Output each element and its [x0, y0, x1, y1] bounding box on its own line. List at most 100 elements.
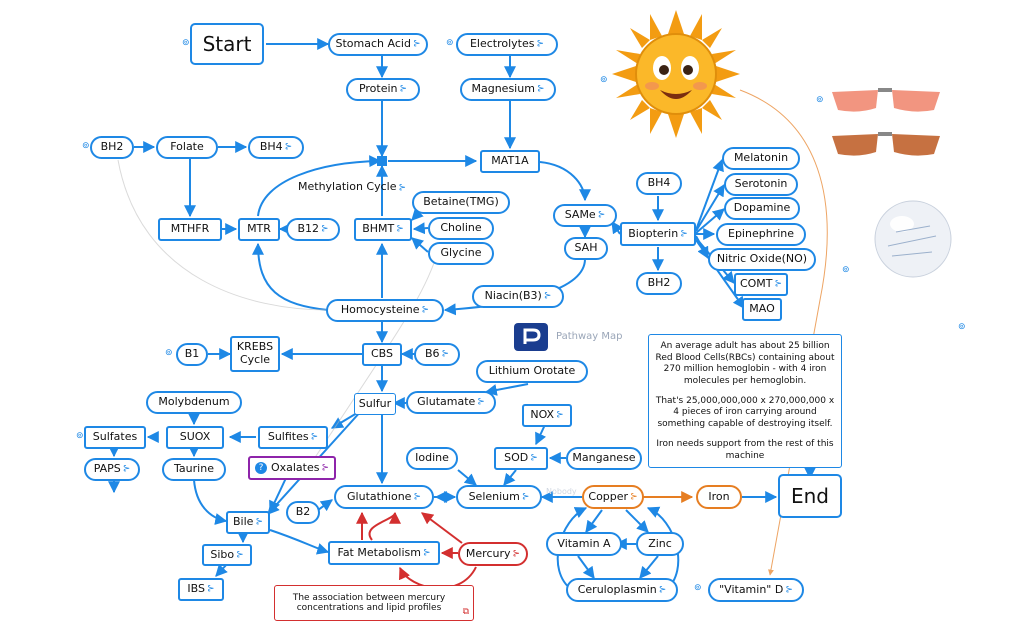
watermark-text: Nobody	[546, 487, 577, 496]
zinc-label: Zinc	[648, 536, 672, 550]
same-label: SAMe	[564, 208, 596, 222]
expand-icon[interactable]: ⊚	[76, 431, 84, 441]
iron-node[interactable]: Iron	[696, 485, 742, 509]
sun-mascot-image	[612, 10, 740, 138]
b1-node[interactable]: B1	[176, 343, 208, 366]
zinc-node[interactable]: Zinc	[636, 532, 684, 556]
taurine-node[interactable]: Taurine	[162, 458, 226, 481]
comt-node[interactable]: COMT⊱	[734, 273, 788, 296]
bhmt-node[interactable]: BHMT⊱	[354, 218, 412, 241]
methylation-cycle-title: Methylation Cycle⊱	[298, 180, 406, 193]
mat1a-node[interactable]: MAT1A	[480, 150, 540, 173]
mercury-node[interactable]: Mercury⊱	[458, 542, 528, 566]
sulfur-node[interactable]: Sulfur	[354, 393, 396, 415]
electrolytes-label: Electrolytes	[469, 37, 535, 51]
biopterin-node[interactable]: Biopterin⊱	[620, 222, 696, 246]
oxalates-node[interactable]: ?Oxalates⊱	[248, 456, 336, 480]
homocysteine-node[interactable]: Homocysteine⊱	[326, 299, 444, 322]
bh2-left-node[interactable]: BH2	[90, 136, 134, 159]
ibs-node[interactable]: IBS⊱	[178, 578, 224, 601]
start-node[interactable]: Start	[190, 23, 264, 65]
mtr-node[interactable]: MTR	[238, 218, 280, 241]
bh4-right-node[interactable]: BH4	[636, 172, 682, 195]
ceruloplasmin-node[interactable]: Ceruloplasmin⊱	[566, 578, 678, 602]
magnesium-node[interactable]: Magnesium⊱	[460, 78, 556, 101]
glutathione-node[interactable]: Glutathione⊱	[334, 485, 434, 509]
bh2-right-node[interactable]: BH2	[636, 272, 682, 295]
iodine-node[interactable]: Iodine	[406, 447, 458, 470]
sah-node[interactable]: SAH	[564, 237, 608, 260]
bh2-right-label: BH2	[647, 276, 671, 290]
cbs-node[interactable]: CBS	[362, 343, 402, 366]
niacin-node[interactable]: Niacin(B3)⊱	[472, 285, 564, 308]
dopamine-label: Dopamine	[733, 201, 791, 215]
glutamate-node[interactable]: Glutamate⊱	[406, 391, 496, 414]
sulfates-label: Sulfates	[92, 430, 138, 444]
electrolytes-node[interactable]: Electrolytes⊱	[456, 33, 558, 56]
mercury-lipid-link[interactable]: The association between mercury concentr…	[274, 585, 474, 621]
expand-icon[interactable]: ⊚	[446, 38, 454, 48]
end-node[interactable]: End	[778, 474, 842, 518]
krebs-cycle-node[interactable]: KREBS Cycle	[230, 336, 280, 372]
nox-node[interactable]: NOX⊱	[522, 404, 572, 427]
fat-metabolism-node[interactable]: Fat Metabolism⊱	[328, 541, 440, 565]
branch-icon: ⊱	[543, 291, 552, 302]
epinephrine-node[interactable]: Epinephrine	[716, 223, 806, 246]
folate-node[interactable]: Folate	[156, 136, 218, 159]
expand-icon[interactable]: ⊚	[165, 348, 173, 358]
expand-icon[interactable]: ⊚	[182, 38, 190, 48]
manganese-node[interactable]: Manganese	[566, 447, 642, 470]
bh4-left-node[interactable]: BH4⊱	[248, 136, 304, 159]
nitric-oxide-node[interactable]: Nitric Oxide(NO)	[708, 248, 816, 271]
sibo-node[interactable]: Sibo⊱	[202, 544, 252, 566]
crystal-sphere-image	[872, 196, 954, 282]
mthfr-label: MTHFR	[170, 222, 210, 236]
expand-icon[interactable]: ⊚	[694, 583, 702, 593]
sulfites-node[interactable]: Sulfites⊱	[258, 426, 328, 449]
dopamine-node[interactable]: Dopamine	[724, 197, 800, 220]
branch-icon: ⊱	[421, 305, 430, 316]
stomach-acid-label: Stomach Acid	[335, 37, 411, 51]
glycine-node[interactable]: Glycine	[428, 242, 494, 265]
sulfates-node[interactable]: Sulfates	[84, 426, 146, 449]
start-label: Start	[202, 31, 252, 56]
serotonin-node[interactable]: Serotonin	[724, 173, 798, 196]
branch-icon: ⊱	[556, 410, 564, 421]
b2-node[interactable]: B2	[286, 501, 320, 524]
selenium-node[interactable]: Selenium⊱	[456, 485, 542, 509]
melatonin-node[interactable]: Melatonin	[722, 147, 800, 170]
expand-icon[interactable]: ⊚	[842, 265, 850, 275]
sulfur-label: Sulfur	[358, 396, 392, 410]
branch-icon: ⊱	[396, 224, 404, 235]
nox-label: NOX	[530, 408, 555, 422]
molybdenum-node[interactable]: Molybdenum	[146, 391, 242, 414]
b12-node[interactable]: B12⊱	[286, 218, 340, 241]
b6-node[interactable]: B6⊱	[414, 343, 460, 366]
homocysteine-label: Homocysteine	[340, 303, 420, 317]
mthfr-node[interactable]: MTHFR	[158, 218, 222, 241]
betaine-node[interactable]: Betaine(TMG)	[412, 191, 510, 214]
bile-node[interactable]: Bile⊱	[226, 511, 270, 534]
expand-icon[interactable]: ⊚	[958, 322, 966, 332]
ibs-label: IBS	[187, 582, 206, 596]
branch-icon: ⊱	[536, 39, 545, 50]
vitamin-d-node[interactable]: "Vitamin" D⊱	[708, 578, 804, 602]
vitamin-d-label: "Vitamin" D	[719, 582, 784, 596]
cbs-label: CBS	[370, 347, 394, 361]
paps-node[interactable]: PAPS⊱	[84, 458, 140, 481]
protein-node[interactable]: Protein⊱	[346, 78, 420, 101]
suox-node[interactable]: SUOX	[166, 426, 224, 449]
choline-node[interactable]: Choline	[428, 217, 494, 240]
same-node[interactable]: SAMe⊱	[553, 204, 617, 227]
lithium-orotate-node[interactable]: Lithium Orotate	[476, 360, 588, 383]
expand-icon[interactable]: ⊚	[82, 141, 90, 151]
expand-icon[interactable]: ⊚	[816, 95, 824, 105]
copper-node[interactable]: Copper⊱	[582, 485, 644, 509]
sibo-label: Sibo	[210, 547, 235, 561]
iron-label: Iron	[708, 489, 730, 503]
mao-node[interactable]: MAO	[742, 298, 782, 321]
stomach-acid-node[interactable]: Stomach Acid⊱	[328, 33, 428, 56]
vitamin-a-node[interactable]: Vitamin A	[546, 532, 622, 556]
sod-node[interactable]: SOD⊱	[494, 447, 548, 470]
expand-icon[interactable]: ⊚	[600, 75, 608, 85]
